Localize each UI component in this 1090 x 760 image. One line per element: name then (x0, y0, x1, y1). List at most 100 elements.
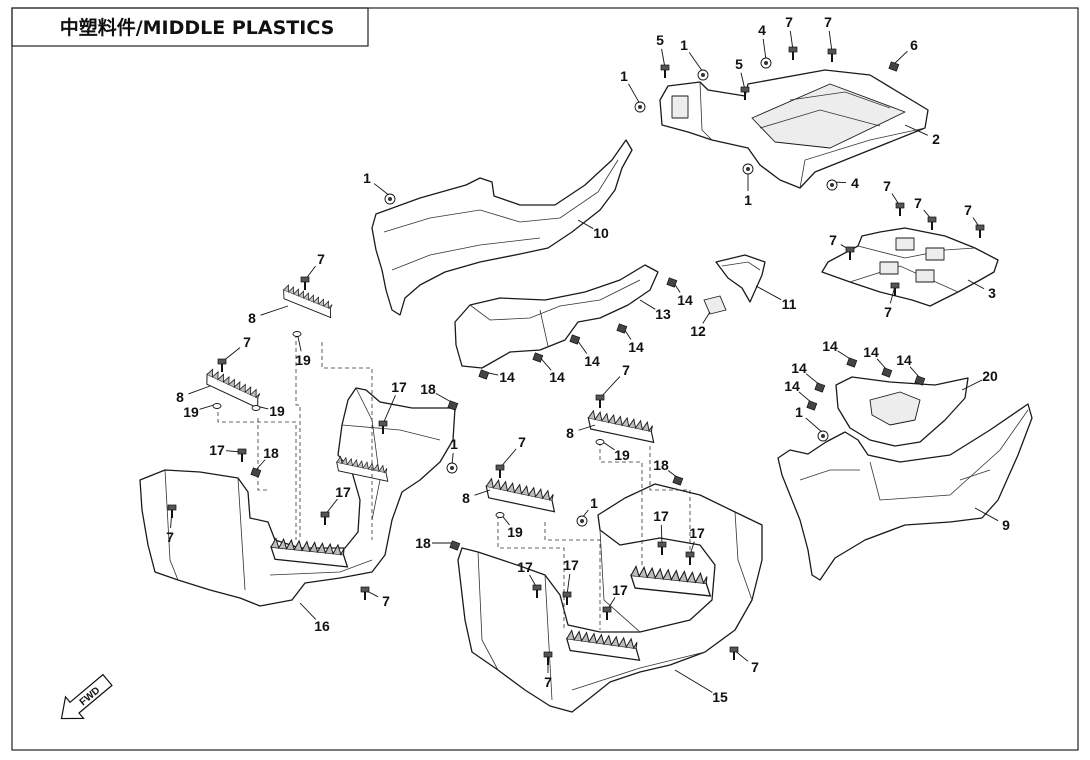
callout-label: 14 (896, 352, 912, 368)
bolt-icon (685, 551, 695, 565)
callout: 7 (166, 504, 177, 545)
callout: 7 (884, 282, 900, 320)
washer-icon (251, 405, 261, 411)
bolt-icon (167, 504, 177, 518)
part-cover-small (715, 254, 766, 303)
callout-label: 19 (614, 447, 630, 463)
nut-icon (760, 57, 772, 69)
bolt-icon (532, 584, 542, 598)
callout: 17 (517, 559, 542, 598)
callout: 7 (217, 334, 251, 372)
callout-label: 6 (910, 37, 918, 53)
leader-line (805, 417, 824, 434)
callout: 14 (569, 334, 600, 369)
callout: 17 (685, 525, 705, 565)
leader-line (255, 459, 266, 471)
callout-label: 14 (499, 369, 515, 385)
callout: 19 (251, 403, 285, 419)
leader-line (260, 305, 289, 316)
callout: 5 (656, 32, 670, 78)
leader-line (639, 299, 656, 310)
leader-line (961, 379, 983, 391)
callout: 18 (653, 457, 684, 486)
callout: 17 (653, 508, 669, 555)
callout-label: 10 (593, 225, 609, 241)
leader-line (688, 52, 704, 73)
clip-icon (666, 277, 678, 288)
bolt-icon (300, 276, 310, 290)
callout-label: 1 (795, 404, 803, 420)
callout: 17 (209, 442, 247, 462)
callout-label: 7 (243, 334, 251, 350)
bolt-icon (360, 586, 370, 600)
callout: 14 (822, 338, 858, 368)
callout: 14 (532, 352, 565, 385)
bolt-icon (895, 202, 905, 216)
drawing-frame (11, 7, 1079, 751)
clip-icon (250, 467, 262, 478)
callout-label: 19 (507, 524, 523, 540)
callout-label: 8 (566, 425, 574, 441)
bolt-icon (543, 651, 553, 665)
callout: 5 (735, 56, 750, 100)
callout: 16 (299, 602, 330, 634)
leader-line (599, 376, 621, 399)
callout-label: 7 (382, 593, 390, 609)
callout-label: 7 (785, 14, 793, 30)
callout: 1 (795, 404, 829, 442)
callout: 7 (300, 251, 325, 290)
callout-label: 17 (689, 525, 705, 541)
callout-label: 17 (517, 559, 533, 575)
callout: 12 (690, 311, 711, 339)
washer-icon (595, 439, 605, 445)
callout: 17 (602, 582, 628, 620)
part-footwell-middle (457, 483, 763, 713)
clip-icon (846, 357, 858, 368)
callout-label: 8 (248, 310, 256, 326)
callout: 7 (595, 362, 630, 408)
callout-label: 7 (914, 195, 922, 211)
callout-label: 8 (462, 490, 470, 506)
callout: 14 (478, 369, 515, 385)
callout-label: 14 (791, 360, 807, 376)
callout: 14 (863, 344, 893, 378)
callout: 10 (577, 219, 609, 241)
callout-label: 17 (335, 484, 351, 500)
callout-label: 17 (653, 508, 669, 524)
callout-label: 20 (982, 368, 998, 384)
washer-icon (495, 512, 505, 518)
part-side-panel-upper (371, 139, 633, 316)
callout-label: 7 (824, 14, 832, 30)
callout-label: 7 (829, 232, 837, 248)
leader-line (382, 395, 396, 425)
callout: 9 (974, 507, 1010, 533)
callout-label: 1 (620, 68, 628, 84)
clip-icon (532, 352, 544, 363)
callout: 17 (378, 379, 407, 434)
bolt-icon (845, 246, 855, 260)
nut-icon (826, 179, 838, 191)
callout: 2 (904, 124, 940, 147)
callout-label: 13 (655, 306, 671, 322)
part-block (703, 295, 727, 315)
callout-label: 17 (612, 582, 628, 598)
title-box (11, 7, 369, 47)
callout-label: 7 (166, 529, 174, 545)
leader-line (893, 50, 908, 65)
fwd-arrow: FWD (60, 673, 113, 720)
callout: 7 (883, 178, 905, 216)
callout-label: 18 (263, 445, 279, 461)
callout: 14 (896, 352, 926, 386)
callout: 18 (250, 445, 279, 478)
callout: 7 (829, 232, 855, 260)
callout: 11 (755, 285, 797, 312)
part-inner-cover (835, 376, 969, 447)
callout: 7 (729, 646, 759, 675)
bolt-icon (740, 86, 750, 100)
part-step-insert (585, 409, 659, 443)
bolt-icon (927, 216, 937, 230)
callout: 1 (363, 170, 396, 205)
callout: 18 (420, 381, 459, 411)
bolt-icon (595, 394, 605, 408)
callout-label: 19 (269, 403, 285, 419)
